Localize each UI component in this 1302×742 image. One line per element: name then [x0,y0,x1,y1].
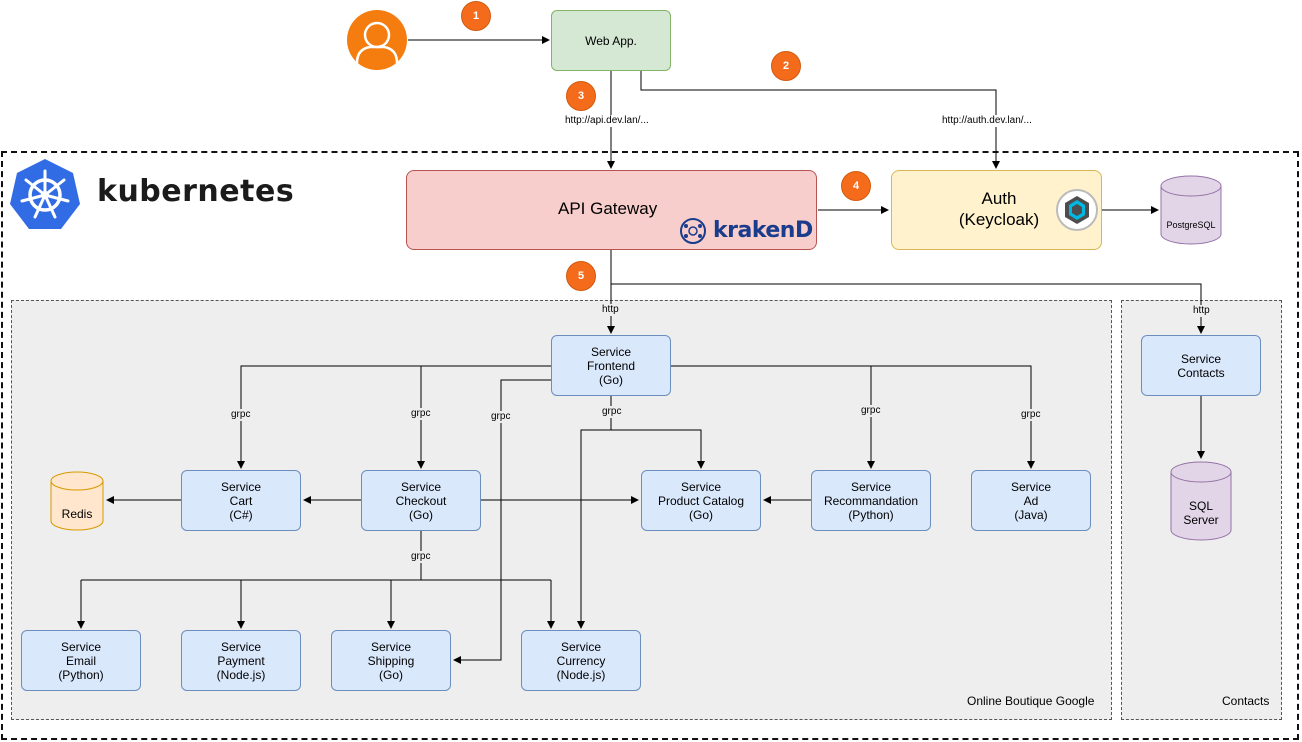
edge-frontend-ad [671,365,1035,469]
step-badge-3: 3 [566,81,596,111]
auth-keycloak-label: Auth (Keycloak) [958,189,1040,229]
namespace-contacts-label: Contacts [1222,694,1270,708]
edge-frontend-cart [237,365,551,469]
redis-database-icon [50,471,104,531]
service-payment-label: Service Payment (Node.js) [216,639,266,682]
edge-label-grpc-ad: grpc [1021,409,1041,421]
step-badge-5: 5 [566,261,596,291]
service-email-label: Service Email (Python) [58,639,104,682]
web-app-node[interactable]: Web App. [551,10,671,71]
service-frontend-label: Service Frontend (Go) [586,344,636,387]
edge-label-grpc-shipping: grpc [491,411,511,423]
sqlserver-label: SQL Server [1183,499,1219,527]
step-badge-4: 4 [841,171,871,201]
kubernetes-logo-icon [10,159,80,229]
user-icon [347,10,407,70]
auth-keycloak-node[interactable]: Auth (Keycloak) [891,170,1102,250]
service-ad[interactable]: Service Ad (Java) [971,470,1091,531]
service-email[interactable]: Service Email (Python) [21,630,141,691]
postgresql-label: PostgreSQL [1166,220,1216,230]
redis-label: Redis [61,507,93,521]
service-ad-label: Service Ad (Java) [1010,479,1051,522]
krakend-wordmark: krakenD [713,218,813,243]
kubernetes-cluster-boundary [1,151,1299,740]
edge-label-grpc-currency: grpc [602,406,622,418]
edge-label-grpc-recommendation: grpc [861,405,881,417]
step-badge-1: 1 [461,1,491,31]
keycloak-logo-icon [1056,189,1098,231]
api-gateway-node[interactable]: API Gateway [406,170,817,250]
edge-label-http-contacts: http [1193,305,1210,317]
edge-checkout-bus [81,531,551,581]
edge-label-api-url: http://api.dev.lan/... [565,115,649,127]
service-currency-label: Service Currency (Node.js) [556,639,606,682]
edge-frontend-catalog [610,396,705,469]
edge-gateway-contacts [611,283,1205,334]
service-recommendation[interactable]: Service Recommandation (Python) [811,470,931,531]
service-shipping-label: Service Shipping (Go) [367,639,415,682]
sqlserver-database-icon [1170,461,1232,541]
edge-label-auth-url: http://auth.dev.lan/... [942,115,1032,127]
service-checkout-label: Service Checkout (Go) [395,479,447,522]
service-cart[interactable]: Service Cart (C#) [181,470,301,531]
service-recommendation-label: Service Recommandation (Python) [823,479,919,522]
postgresql-database-icon [1160,175,1222,245]
edge-label-grpc-cart: grpc [231,409,251,421]
service-cart-label: Service Cart (C#) [220,479,261,522]
service-product-catalog-label: Service Product Catalog (Go) [657,479,745,522]
service-frontend[interactable]: Service Frontend (Go) [551,335,671,396]
namespace-online-boutique-label: Online Boutique Google [967,694,1095,708]
edge-webapp-auth [640,71,1000,169]
edge-label-grpc-checkout-out: grpc [411,551,431,563]
service-product-catalog[interactable]: Service Product Catalog (Go) [641,470,761,531]
edge-label-grpc-checkout: grpc [411,408,431,420]
api-gateway-label: API Gateway [558,199,658,218]
edge-frontend-shipping [453,379,551,664]
service-contacts-label: Service Contacts [1177,351,1225,380]
service-shipping[interactable]: Service Shipping (Go) [331,630,451,691]
service-payment[interactable]: Service Payment (Node.js) [181,630,301,691]
web-app-label: Web App. [585,33,637,48]
edge-frontend-currency [577,429,611,629]
service-currency[interactable]: Service Currency (Node.js) [521,630,641,691]
kubernetes-wordmark: kubernetes [97,174,295,209]
step-badge-2: 2 [771,51,801,81]
service-checkout[interactable]: Service Checkout (Go) [361,470,481,531]
service-contacts[interactable]: Service Contacts [1141,335,1261,396]
edge-label-http-frontend: http [602,304,619,316]
